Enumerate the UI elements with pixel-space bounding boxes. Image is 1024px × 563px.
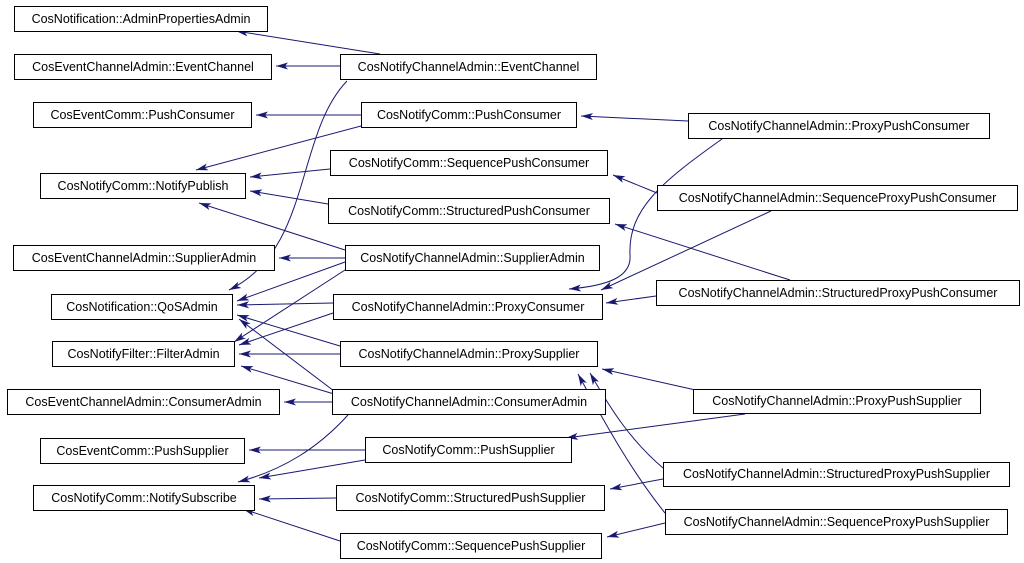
- edge-supplier-admin-to-filter-admin: [233, 269, 346, 343]
- node-event-channel-cosevent[interactable]: CosEventChannelAdmin::EventChannel: [14, 54, 272, 80]
- edge-structured-proxy-push-consumer-to-proxy-consumer: [605, 295, 657, 305]
- edge-structured-proxy-push-supplier-to-proxy-supplier: [589, 372, 664, 469]
- node-supplier-admin-cosevent[interactable]: CosEventChannelAdmin::SupplierAdmin: [13, 245, 275, 271]
- edge-consumer-admin-to-qos-admin: [238, 318, 335, 392]
- edge-supplier-admin-to-notify-publish: [198, 202, 346, 251]
- edge-sequence-proxy-push-consumer-to-proxy-consumer: [600, 210, 772, 291]
- edge-sequence-push-supplier-to-notify-subscribe: [242, 508, 341, 542]
- node-sequence-proxy-push-consumer[interactable]: CosNotifyChannelAdmin::SequenceProxyPush…: [657, 185, 1018, 211]
- node-notify-subscribe[interactable]: CosNotifyComm::NotifySubscribe: [33, 485, 255, 511]
- node-push-supplier-cosevent[interactable]: CosEventComm::PushSupplier: [40, 438, 245, 464]
- edge-group: [195, 29, 791, 542]
- edge-supplier-admin-to-qos-admin: [236, 261, 346, 302]
- edge-sequence-push-consumer-to-notify-publish: [249, 168, 331, 180]
- node-admin-properties-admin[interactable]: CosNotification::AdminPropertiesAdmin: [14, 6, 268, 32]
- edge-structured-push-consumer-to-notify-publish: [249, 189, 329, 205]
- edge-structured-proxy-push-supplier-to-structured-push-supplier: [609, 478, 664, 491]
- edge-consumer-admin-to-filter-admin: [240, 365, 335, 395]
- edge-proxy-supplier-to-qos-admin: [236, 314, 341, 347]
- node-proxy-push-consumer[interactable]: CosNotifyChannelAdmin::ProxyPushConsumer: [688, 113, 990, 139]
- edge-proxy-push-supplier-to-push-supplier: [565, 413, 746, 440]
- node-push-consumer[interactable]: CosNotifyComm::PushConsumer: [361, 102, 577, 128]
- edge-proxy-push-supplier-to-proxy-supplier: [601, 368, 701, 392]
- node-consumer-admin-cosevent[interactable]: CosEventChannelAdmin::ConsumerAdmin: [7, 389, 280, 415]
- node-push-supplier[interactable]: CosNotifyComm::PushSupplier: [365, 437, 572, 463]
- edge-sequence-proxy-push-supplier-to-sequence-push-supplier: [606, 522, 666, 538]
- node-proxy-consumer[interactable]: CosNotifyChannelAdmin::ProxyConsumer: [333, 294, 603, 320]
- node-structured-proxy-push-consumer[interactable]: CosNotifyChannelAdmin::StructuredProxyPu…: [656, 280, 1020, 306]
- node-supplier-admin[interactable]: CosNotifyChannelAdmin::SupplierAdmin: [345, 245, 600, 271]
- node-structured-proxy-push-supplier[interactable]: CosNotifyChannelAdmin::StructuredProxyPu…: [663, 462, 1010, 487]
- node-qos-admin[interactable]: CosNotification::QoSAdmin: [51, 294, 233, 320]
- edge-proxy-consumer-to-filter-admin: [238, 312, 334, 346]
- node-proxy-push-supplier[interactable]: CosNotifyChannelAdmin::ProxyPushSupplier: [693, 389, 981, 414]
- edge-sequence-proxy-push-consumer-to-sequence-push-consumer: [612, 174, 658, 194]
- edge-event-channel-to-admin-properties-admin: [235, 29, 381, 55]
- edge-structured-push-supplier-to-notify-subscribe: [258, 495, 337, 503]
- node-push-consumer-cosevent[interactable]: CosEventComm::PushConsumer: [33, 102, 252, 128]
- edge-event-channel-to-qos-admin: [228, 80, 348, 291]
- edge-push-consumer-to-notify-publish: [195, 125, 362, 171]
- node-filter-admin[interactable]: CosNotifyFilter::FilterAdmin: [52, 341, 235, 367]
- edge-push-supplier-to-notify-subscribe: [258, 459, 366, 480]
- edge-consumer-admin-to-notify-subscribe: [237, 414, 349, 483]
- node-proxy-supplier[interactable]: CosNotifyChannelAdmin::ProxySupplier: [340, 341, 598, 367]
- node-consumer-admin[interactable]: CosNotifyChannelAdmin::ConsumerAdmin: [332, 389, 606, 415]
- node-structured-push-consumer[interactable]: CosNotifyComm::StructuredPushConsumer: [328, 198, 610, 224]
- node-notify-publish[interactable]: CosNotifyComm::NotifyPublish: [40, 173, 246, 199]
- node-structured-push-supplier[interactable]: CosNotifyComm::StructuredPushSupplier: [336, 485, 605, 511]
- node-sequence-proxy-push-supplier[interactable]: CosNotifyChannelAdmin::SequenceProxyPush…: [665, 509, 1008, 535]
- node-event-channel[interactable]: CosNotifyChannelAdmin::EventChannel: [340, 54, 597, 80]
- node-sequence-push-supplier[interactable]: CosNotifyComm::SequencePushSupplier: [340, 533, 602, 559]
- edge-proxy-push-consumer-to-push-consumer: [580, 113, 689, 122]
- node-sequence-push-consumer[interactable]: CosNotifyComm::SequencePushConsumer: [330, 150, 608, 176]
- edge-proxy-consumer-to-qos-admin: [236, 301, 334, 309]
- edge-structured-proxy-push-consumer-to-structured-push-consumer: [614, 223, 791, 281]
